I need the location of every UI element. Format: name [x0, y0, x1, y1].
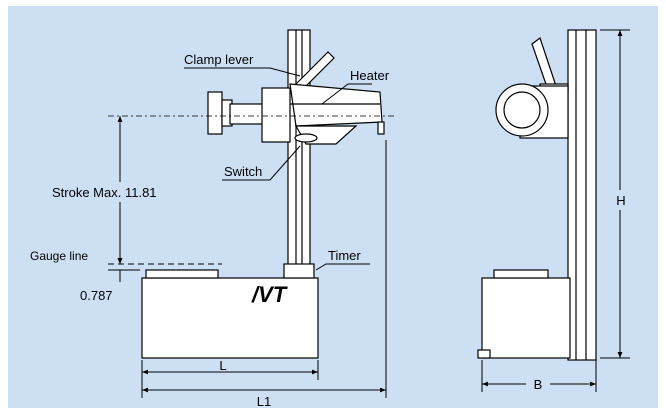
front-base	[141, 277, 319, 359]
heater-label: Heater	[350, 68, 390, 83]
dim-H-label: H	[616, 193, 625, 208]
gauge-value-label: 0.787	[80, 288, 113, 303]
side-column	[567, 29, 597, 361]
timer-leader	[315, 263, 370, 271]
switch-knob	[294, 133, 318, 143]
timer-block	[283, 263, 315, 279]
front-view	[141, 29, 385, 359]
dim-L1-label: L1	[257, 394, 271, 409]
brand-logo: /VT	[251, 282, 288, 307]
clamp-lever-label: Clamp lever	[184, 52, 254, 67]
stroke-label: Stroke Max. 11.81	[52, 185, 157, 200]
front-column	[287, 29, 311, 281]
switch-label: Switch	[224, 164, 262, 179]
dim-L-label: L	[219, 358, 226, 373]
side-base	[481, 277, 571, 359]
side-view	[477, 29, 597, 361]
timer-label: Timer	[328, 248, 361, 263]
clamp-lever-leader	[184, 67, 301, 77]
heater-leader	[321, 83, 372, 105]
gauge-line-label: Gauge line	[30, 249, 88, 263]
heater-head	[207, 83, 385, 145]
dim-B-label: B	[534, 377, 543, 392]
switch-leader	[222, 145, 301, 181]
